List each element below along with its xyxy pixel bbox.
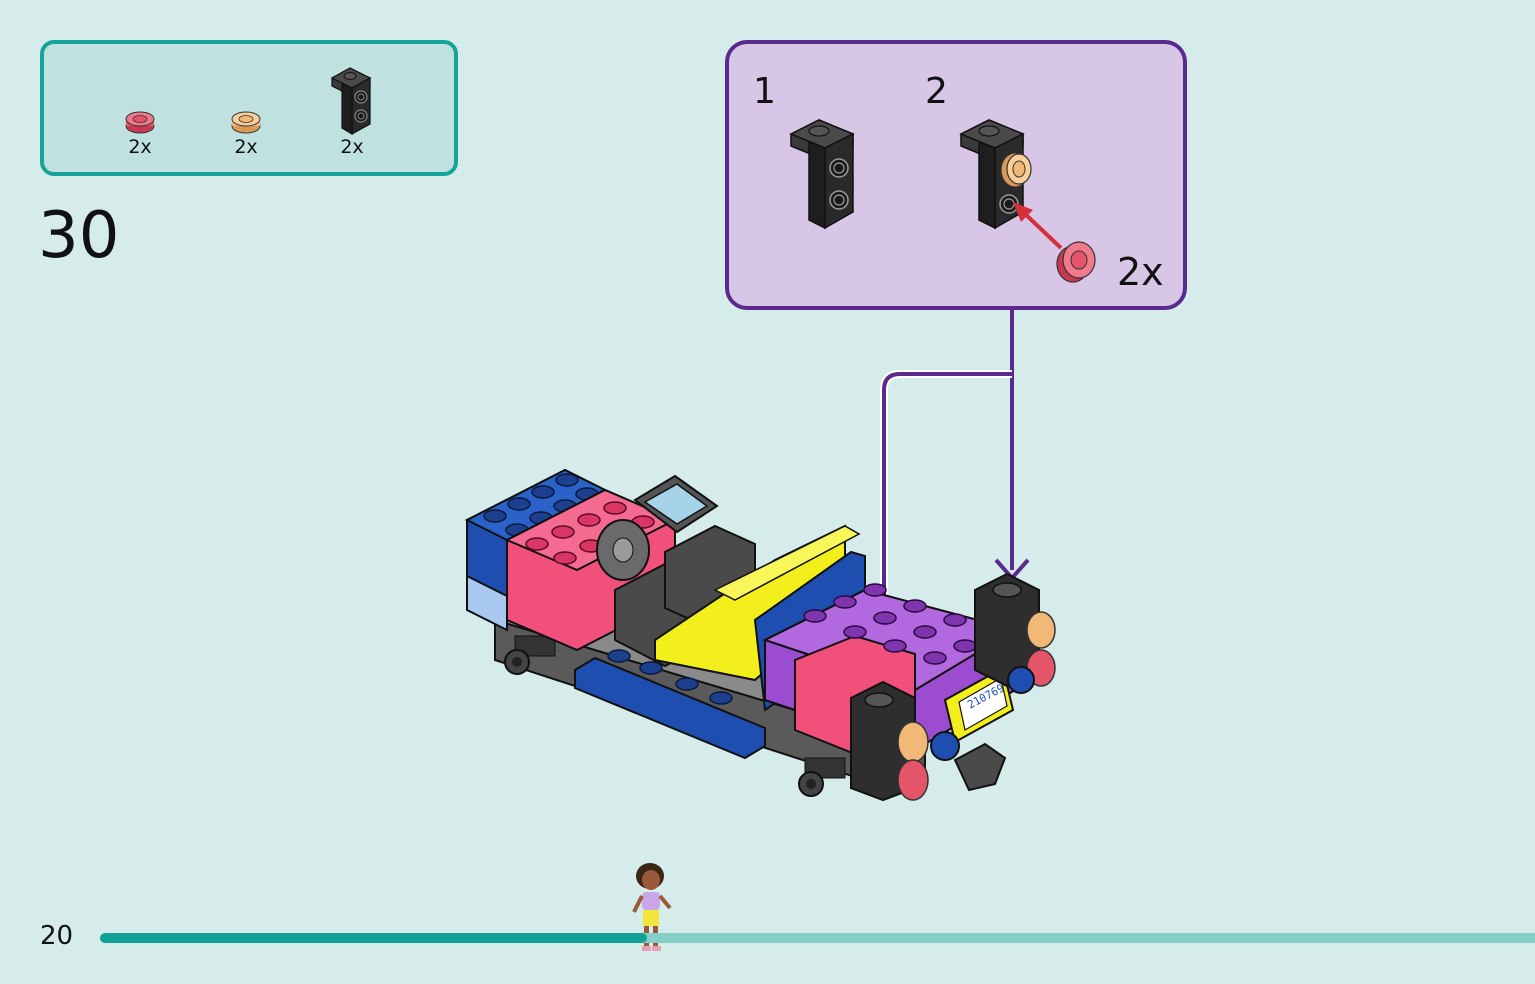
front-axle <box>504 635 556 675</box>
step-number: 30 <box>38 199 120 273</box>
red-round-plate-icon <box>125 111 155 134</box>
part-tan-round-plate: 2x <box>216 110 276 158</box>
attached-bracket-front <box>850 680 929 802</box>
tan-round-plate-icon <box>231 111 261 134</box>
sub-assembly-callout: 1 2 2x <box>725 40 1187 310</box>
black-bracket-icon <box>789 119 855 230</box>
build-progress-fill <box>100 933 647 943</box>
page-number: 20 <box>40 921 74 951</box>
part-quantity: 2x <box>128 136 152 158</box>
car-model-illustration <box>464 468 1056 802</box>
callout-quantity: 2x <box>1117 250 1164 294</box>
part-quantity: 2x <box>234 136 258 158</box>
attached-bracket-rear <box>974 572 1056 688</box>
sub-step-2-number: 2 <box>925 71 948 112</box>
part-quantity: 2x <box>340 136 364 158</box>
insert-arrow-icon <box>1013 202 1063 250</box>
build-progress-bar <box>100 933 1535 943</box>
rear-axle <box>798 757 846 797</box>
parts-list-box: 2x 2x 2x <box>40 40 458 176</box>
black-bracket-icon <box>330 67 372 136</box>
sub-step-1-number: 1 <box>753 71 776 112</box>
red-round-plate-icon <box>1056 241 1096 283</box>
part-red-round-plate: 2x <box>110 110 170 158</box>
part-black-bracket: 2x <box>322 64 382 158</box>
